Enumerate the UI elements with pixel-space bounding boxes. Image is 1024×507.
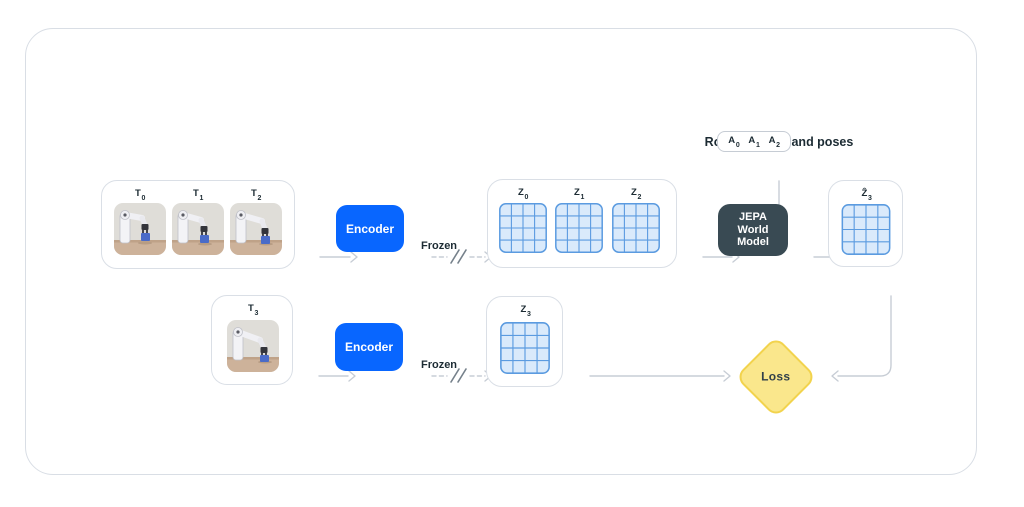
jepa-world-model-box: JEPA World Model — [718, 204, 788, 256]
target-frame-box: T3 — [211, 295, 293, 385]
latent-label-z3: Z3 — [520, 304, 532, 318]
latent-grid-z3 — [500, 322, 550, 374]
loss-label: Loss — [761, 370, 791, 384]
input-frames-box: T0 T1 T2 — [101, 180, 295, 269]
frozen-label-top: Frozen — [420, 240, 458, 252]
jepa-line-1: JEPA — [739, 211, 767, 224]
encoder-label: Encoder — [345, 221, 394, 236]
latent-grid-z2 — [612, 203, 660, 253]
latent-grid-z0 — [499, 203, 547, 253]
frame-label-t2: T2 — [250, 188, 262, 202]
robot-arm-image — [172, 203, 224, 255]
loss-node: Loss — [734, 335, 818, 419]
encoder-box-bottom: Encoder — [335, 323, 403, 371]
frozen-label-bottom: Frozen — [420, 359, 458, 371]
encoder-box-top: Encoder — [336, 205, 404, 252]
latent-label-z2: Z2 — [630, 187, 642, 201]
frame-label-t3: T3 — [247, 303, 259, 317]
latents-box: Z0 Z1 Z2 — [487, 179, 677, 268]
action-label-a1: A1 — [748, 135, 761, 149]
frame-label-t0: T0 — [134, 188, 146, 202]
target-latent-box: Z3 — [486, 296, 563, 387]
action-label-a2: A2 — [768, 135, 781, 149]
action-tokens-pill: A0 A1 A2 — [717, 131, 791, 152]
jepa-line-3: Model — [737, 236, 769, 249]
robot-arm-image — [114, 203, 166, 255]
predicted-latent-grid — [841, 204, 891, 255]
diagram-card: T0 T1 T2 Encoder Frozen — [25, 28, 977, 475]
robot-arm-image — [227, 320, 279, 372]
frame-label-t1: T1 — [192, 188, 204, 202]
latent-label-z0: Z0 — [517, 187, 529, 201]
action-label-a0: A0 — [728, 135, 740, 149]
robot-arm-image — [230, 203, 282, 255]
latent-grid-z1 — [555, 203, 603, 253]
latent-label-z1: Z1 — [573, 187, 585, 201]
encoder-label: Encoder — [344, 340, 393, 354]
predicted-latent-box: Ẑ3 — [828, 180, 903, 267]
jepa-line-2: World — [737, 223, 769, 236]
predicted-latent-label: Ẑ3 — [861, 188, 873, 202]
